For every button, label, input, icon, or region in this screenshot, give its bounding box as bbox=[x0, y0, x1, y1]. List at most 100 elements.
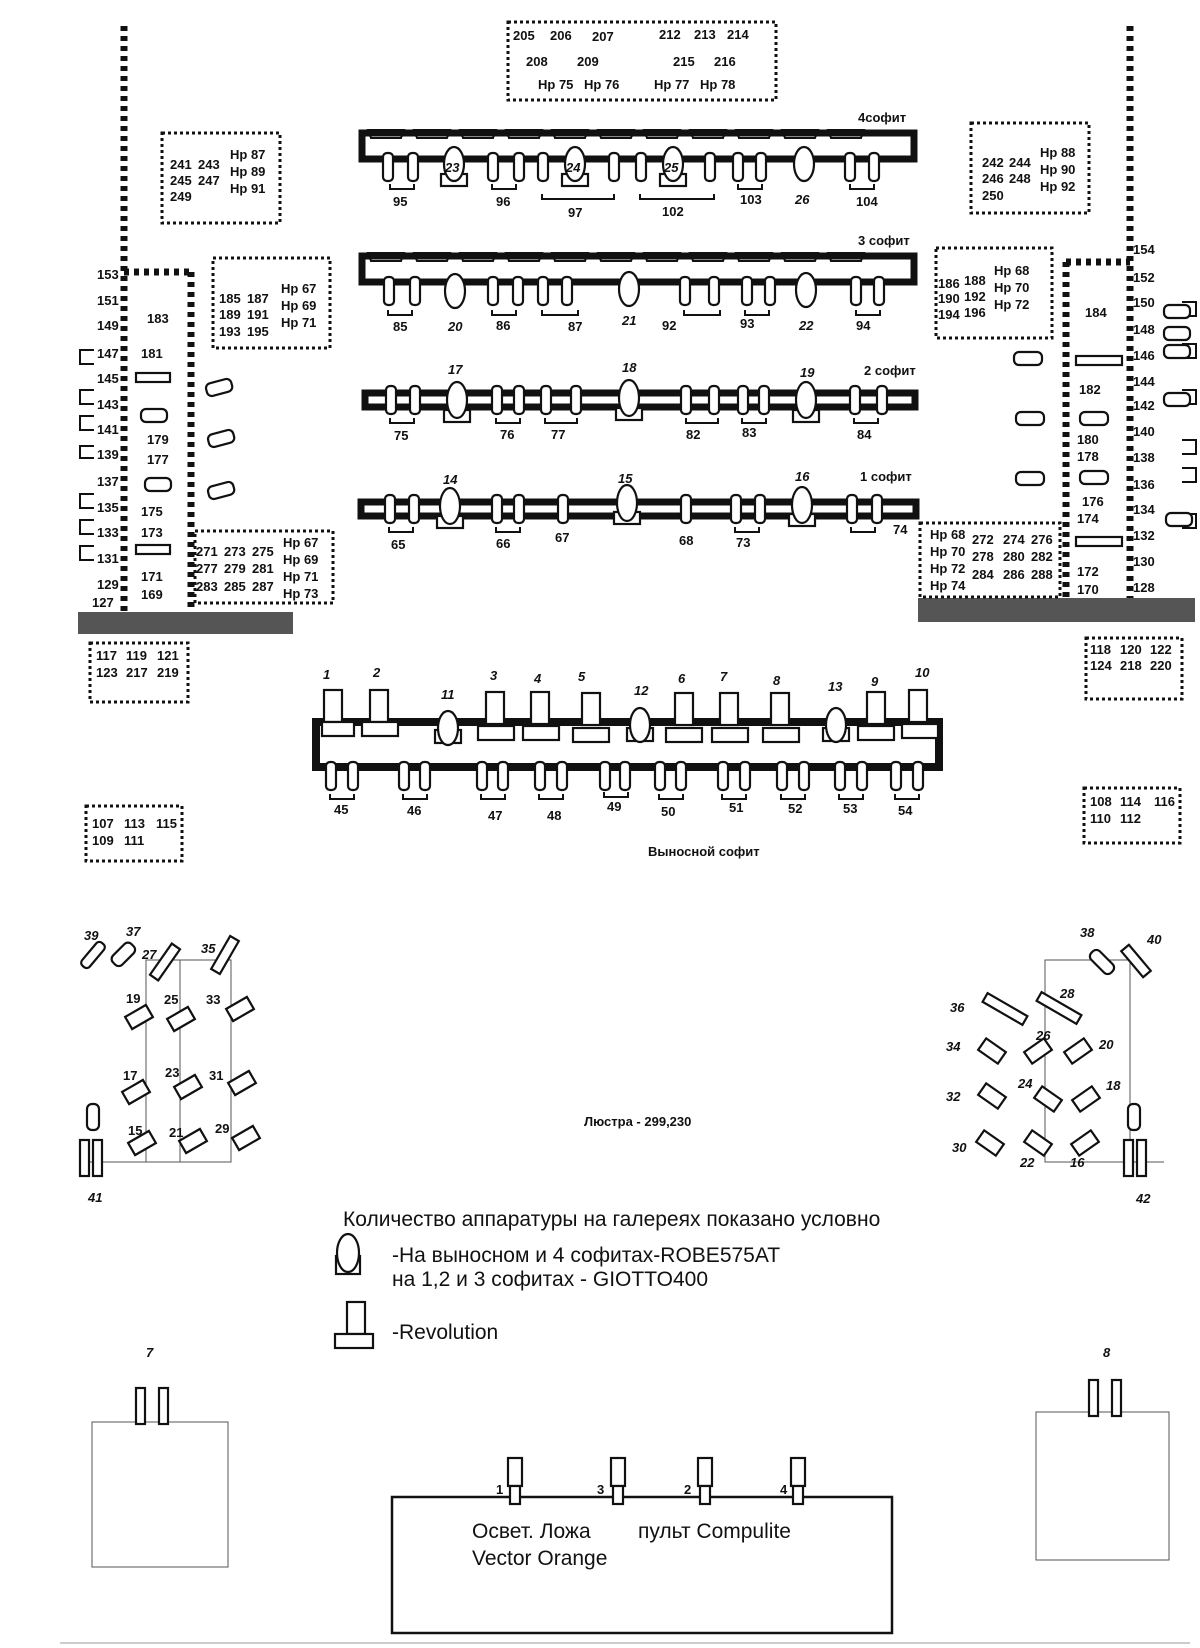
label: 92 bbox=[662, 318, 676, 333]
label: 137 bbox=[97, 474, 119, 489]
front-truss: 1 2 11 3 4 5 12 6 7 8 13 9 10 45 46 47 4… bbox=[312, 665, 943, 859]
label: 87 bbox=[568, 319, 582, 334]
label: 278 bbox=[972, 549, 994, 564]
label: 169 bbox=[141, 587, 163, 602]
label: 170 bbox=[1077, 582, 1099, 597]
label: 188 bbox=[964, 273, 986, 288]
label: 209 bbox=[577, 54, 599, 69]
right-channel-box-5 bbox=[1082, 786, 1182, 845]
left-house-fixtures bbox=[78, 934, 262, 1178]
booth-label: Освет. Ложа bbox=[472, 1520, 591, 1543]
label: 214 bbox=[727, 27, 749, 42]
label: 13 bbox=[828, 679, 843, 694]
label: 1 bbox=[496, 1482, 503, 1497]
label: 285 bbox=[224, 579, 246, 594]
sofit-2-title: 2 софит bbox=[864, 363, 916, 378]
fixture-icon bbox=[143, 476, 173, 493]
label: 207 bbox=[592, 29, 614, 44]
label: 4 bbox=[533, 671, 542, 686]
label: 135 bbox=[97, 500, 119, 515]
label: 27 bbox=[141, 947, 157, 962]
label: 244 bbox=[1009, 155, 1031, 170]
label: 41 bbox=[87, 1190, 102, 1205]
label: 134 bbox=[1133, 502, 1155, 517]
front-truss-brackets bbox=[329, 792, 920, 800]
label: 140 bbox=[1133, 424, 1155, 439]
label: Hp 68 bbox=[994, 263, 1029, 278]
label: Hp 69 bbox=[281, 298, 316, 313]
label: 35 bbox=[201, 941, 216, 956]
label: 174 bbox=[1077, 511, 1099, 526]
sofit-4-title: 4софит bbox=[858, 110, 906, 125]
label: 217 bbox=[126, 665, 148, 680]
sofit-2-brackets bbox=[389, 418, 879, 424]
label: 190 bbox=[938, 291, 960, 306]
label: 9 bbox=[871, 674, 879, 689]
label: 18 bbox=[1106, 1078, 1121, 1093]
fixture-icon bbox=[1162, 325, 1192, 342]
label: 93 bbox=[740, 316, 754, 331]
fixture-icon bbox=[206, 428, 236, 449]
label: 11 bbox=[441, 687, 455, 702]
label: Hp 77 bbox=[654, 77, 689, 92]
label: 116 bbox=[1154, 794, 1175, 809]
right-box-1-text: 242 246 250 244 248 Hp 88 Hp 90 Hp 92 bbox=[982, 145, 1075, 203]
label: 73 bbox=[736, 535, 750, 550]
label: Hp 92 bbox=[1040, 179, 1075, 194]
label: 14 bbox=[443, 472, 458, 487]
label: 128 bbox=[1133, 580, 1155, 595]
label: Hp 90 bbox=[1040, 162, 1075, 177]
label: 132 bbox=[1133, 528, 1155, 543]
label: 122 bbox=[1150, 642, 1172, 657]
label: 249 bbox=[170, 189, 192, 204]
label: Hp 67 bbox=[281, 281, 316, 296]
label: 219 bbox=[157, 665, 179, 680]
label: 193 bbox=[219, 324, 241, 339]
fixture-icon bbox=[79, 445, 94, 459]
label: 192 bbox=[964, 289, 986, 304]
label: 180 bbox=[1077, 432, 1099, 447]
chandelier-label: Люстра - 299,230 bbox=[584, 1114, 691, 1129]
label: 53 bbox=[843, 801, 857, 816]
label: 37 bbox=[126, 924, 141, 939]
label: 15 bbox=[618, 471, 633, 486]
label: 178 bbox=[1077, 449, 1099, 464]
label: 184 bbox=[1085, 305, 1107, 320]
label: 276 bbox=[1031, 532, 1053, 547]
label: 29 bbox=[215, 1121, 229, 1136]
label: 146 bbox=[1133, 348, 1155, 363]
front-truss-revolutions bbox=[320, 688, 940, 744]
right-column-numbers: 154 152 150 148 146 144 142 140 138 136 … bbox=[1133, 242, 1155, 595]
label: Hp 76 bbox=[584, 77, 619, 92]
right-gallery-fixtures bbox=[1012, 301, 1197, 548]
right-box-3-text: Hp 68 Hp 70 Hp 72 Hp 74 272 278 284 274 … bbox=[930, 527, 1053, 593]
label: 139 bbox=[97, 447, 119, 462]
left-gallery-fixtures bbox=[79, 349, 236, 561]
left-gallery-walls bbox=[120, 26, 195, 612]
legend-robe-line-1: -На выносном и 4 софитах-ROBE575AT bbox=[392, 1244, 780, 1267]
sofit-4: 4софит 23 24 25 26 95 96 97 102 103 104 bbox=[358, 110, 918, 220]
label: Hp 72 bbox=[994, 297, 1029, 312]
label: 5 bbox=[578, 669, 586, 684]
label: 176 bbox=[1082, 494, 1104, 509]
left-booth: 7 bbox=[91, 1345, 229, 1568]
label: 16 bbox=[795, 469, 810, 484]
label: 220 bbox=[1150, 658, 1172, 673]
label: 272 bbox=[972, 532, 994, 547]
right-house-gallery: 38 40 28 36 26 34 20 24 32 18 30 22 16 4… bbox=[946, 925, 1164, 1206]
sofit-2-fixtures bbox=[384, 378, 889, 424]
label: 218 bbox=[1120, 658, 1142, 673]
label: 123 bbox=[96, 665, 118, 680]
label: 102 bbox=[662, 204, 684, 219]
label: 208 bbox=[526, 54, 548, 69]
label: 84 bbox=[857, 427, 872, 442]
label: Hp 78 bbox=[700, 77, 735, 92]
label: 21 bbox=[621, 313, 636, 328]
label: 23 bbox=[165, 1065, 179, 1080]
label: 50 bbox=[661, 804, 675, 819]
label: 77 bbox=[551, 427, 565, 442]
right-channel-box-3 bbox=[918, 521, 1062, 599]
fixture-icon bbox=[204, 377, 234, 398]
label: 31 bbox=[209, 1068, 223, 1083]
label: 3 bbox=[490, 668, 498, 683]
